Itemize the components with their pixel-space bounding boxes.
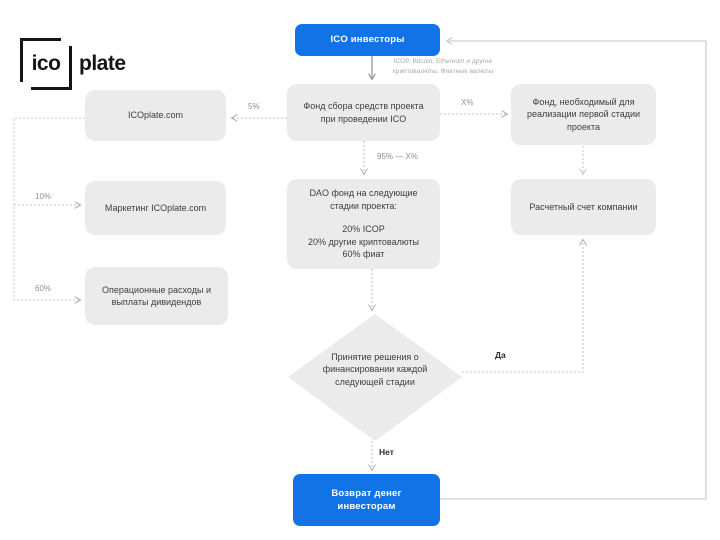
node-dao-fund: DAO фонд на следующие стадии проекта: 20…	[287, 179, 440, 269]
icoplate-logo: ico plate	[19, 37, 126, 91]
dao-item: 60% фиат	[342, 249, 385, 260]
node-refund: Возврат денег инвесторам	[293, 474, 440, 526]
node-company-account: Расчетный счет компании	[511, 179, 656, 235]
connector-refund-to-investors	[440, 41, 707, 500]
node-marketing: Маркетинг ICOplate.com	[85, 181, 226, 235]
decision-diamond-shape	[288, 314, 462, 441]
logo-frame-gap	[61, 37, 73, 46]
node-first-stage-fund: Фонд, необходимый для реализации первой …	[511, 84, 656, 145]
logo-text-plate: plate	[79, 52, 126, 75]
edge-label-5pct: 5%	[248, 102, 260, 111]
logo-frame-icon: ico	[19, 37, 73, 91]
dao-title: DAO фонд на следующие стадии проекта:	[309, 188, 418, 211]
node-decision-label: Принятие решения о финансировании каждой…	[322, 352, 428, 387]
node-collection-fund: Фонд сбора средств проекта при проведени…	[287, 84, 440, 141]
connector-icoplate-to-operations	[13, 117, 85, 300]
node-icoplate: ICOplate.com	[85, 90, 226, 141]
investors-note: ICOP, Bitcoin, Ethereum и другие криптов…	[392, 58, 494, 75]
node-ico-investors: ICO инвесторы	[295, 24, 440, 56]
logo-text-ico: ico	[31, 52, 61, 75]
edge-label-60pct: 60%	[35, 284, 52, 293]
edge-label-no: Нет	[379, 447, 394, 457]
logo-frame-gap	[19, 82, 31, 91]
node-operations: Операционные расходы и выплаты дивидендо…	[85, 267, 228, 325]
dao-item: 20% ICOP	[342, 224, 385, 235]
edge-label-yes: Да	[495, 350, 506, 360]
edge-label-95pct: 95% — X%	[377, 152, 418, 161]
dao-item: 20% другие криптовалюты	[308, 236, 419, 247]
edge-label-10pct: 10%	[35, 192, 52, 201]
connector-decision-to-account	[462, 240, 583, 373]
edge-label-xpct: X%	[461, 98, 474, 107]
